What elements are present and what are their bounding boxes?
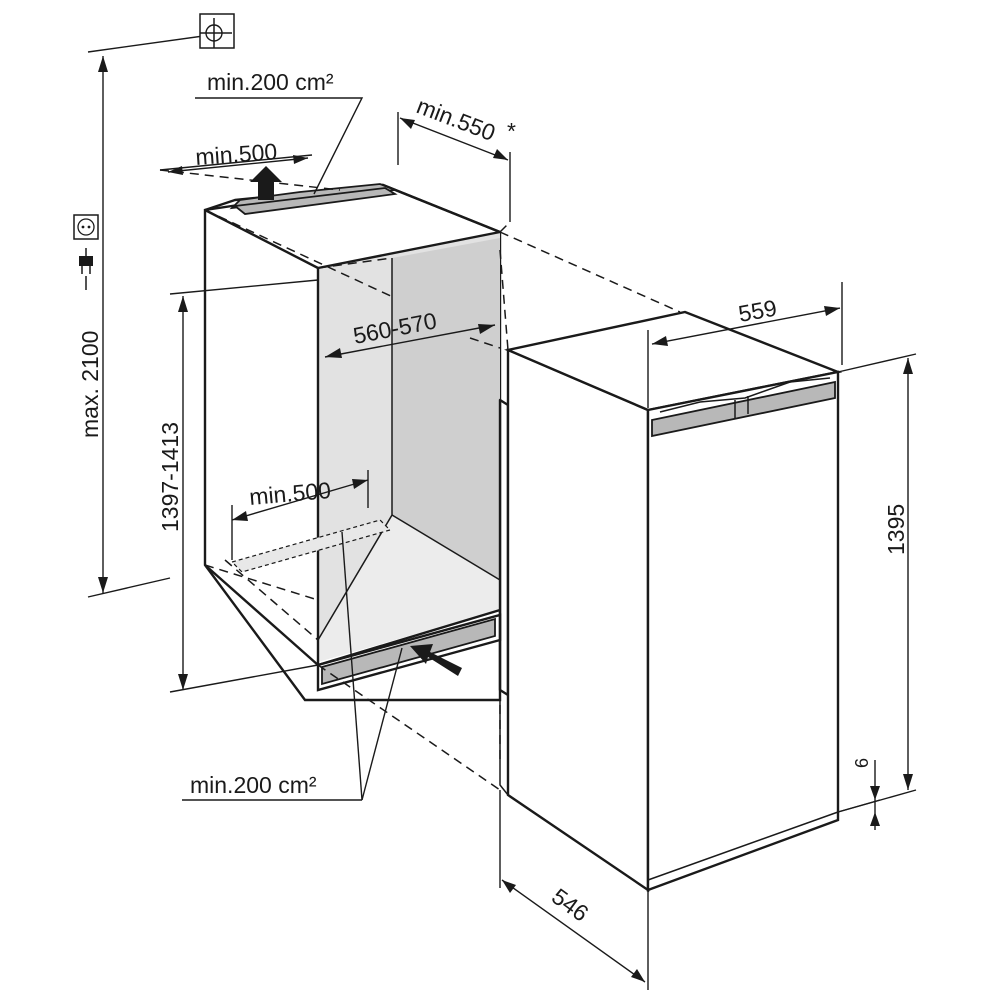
- top-connection-symbol-icon: [199, 13, 235, 49]
- top-vent-area-label: min.200 cm²: [207, 69, 334, 95]
- bottom-rear-vent: [230, 519, 392, 573]
- niche-cabinet: [203, 183, 502, 702]
- plinth-vent: [316, 613, 502, 692]
- gap-label: 6: [852, 758, 872, 768]
- min-depth-label: min.550: [413, 92, 499, 146]
- airflow-out-arrow-icon: [250, 166, 282, 200]
- top-vent: [229, 166, 398, 215]
- dim-appliance-height: 1395: [837, 353, 917, 813]
- power-plug-icon: [79, 248, 93, 290]
- appliance-width-label: 559: [736, 295, 778, 327]
- bottom-vent-area-label: min.200 cm²: [190, 772, 317, 798]
- appliance-depth-label: 546: [547, 883, 593, 927]
- appliance: [498, 310, 843, 893]
- top-vent-depth-label: min.500: [195, 138, 278, 170]
- max-height-label: max. 2100: [77, 331, 103, 438]
- callout-bottom-vent-area: min.200 cm²: [182, 531, 403, 801]
- dim-max-height: max. 2100: [73, 32, 226, 598]
- power-socket-icon: [73, 214, 99, 240]
- dim-niche-height: 1397-1413: [157, 279, 319, 693]
- airflow-in-arrow-icon: [410, 644, 462, 676]
- projection-lines: [159, 169, 681, 791]
- appliance-height-label: 1395: [883, 504, 909, 555]
- callout-top-vent-area: min.200 cm²: [195, 69, 364, 195]
- niche-height-label: 1397-1413: [157, 422, 183, 532]
- dim-top-vent-depth: min.500: [159, 138, 313, 175]
- dim-gap: 6: [837, 758, 881, 830]
- dim-appliance-width: 559: [647, 282, 843, 408]
- min-depth-footnote: *: [507, 118, 516, 144]
